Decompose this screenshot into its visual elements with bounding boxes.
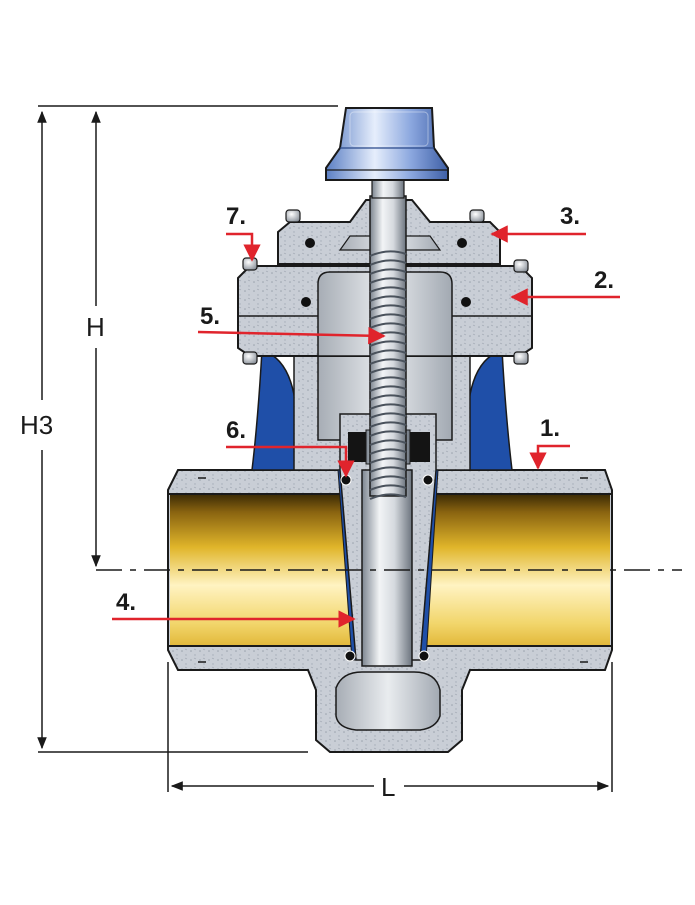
part-label-4: 4. — [116, 589, 136, 616]
thread-line — [369, 412, 407, 419]
thread-line — [369, 313, 407, 320]
part-label-5: 5. — [200, 303, 220, 330]
bolt — [513, 351, 529, 365]
thread-line — [369, 277, 407, 284]
part-label-3: 3. — [560, 203, 580, 230]
handwheel-cap — [325, 107, 449, 199]
thread-line — [369, 493, 407, 500]
thread-line — [369, 304, 407, 311]
part-label-6: 6. — [226, 417, 246, 444]
thread-line — [369, 484, 407, 491]
thread-line — [369, 322, 407, 329]
thread-line — [369, 421, 407, 428]
thread-line — [369, 385, 407, 392]
part-label-1: 1. — [540, 415, 560, 442]
dimension-h3-label: H3 — [20, 410, 53, 440]
bolt — [513, 259, 529, 273]
bottom-cavity — [335, 671, 441, 731]
thread-line — [369, 268, 407, 275]
thread-line — [369, 457, 407, 464]
bolt — [469, 209, 485, 223]
part-label-7: 7. — [226, 203, 246, 230]
thread-line — [369, 259, 407, 266]
stem-threads — [369, 250, 407, 500]
dimension-h-label: H — [86, 312, 105, 342]
part-label-2: 2. — [594, 267, 614, 294]
thread-line — [369, 448, 407, 455]
thread-line — [369, 349, 407, 356]
bolt — [285, 209, 301, 223]
thread-line — [369, 358, 407, 365]
thread-line — [369, 439, 407, 446]
thread-line — [369, 430, 407, 437]
thread-line — [369, 286, 407, 293]
bolt — [242, 257, 258, 271]
thread-line — [369, 475, 407, 482]
thread-line — [369, 394, 407, 401]
part-leaders — [112, 225, 620, 628]
thread-line — [369, 466, 407, 473]
thread-line — [369, 295, 407, 302]
thread-line — [369, 340, 407, 347]
bolt — [242, 351, 258, 365]
thread-line — [369, 376, 407, 383]
blue-liner — [251, 348, 513, 471]
dimension-l-label: L — [381, 772, 395, 802]
stem-assembly — [337, 195, 439, 667]
thread-line — [369, 367, 407, 374]
thread-line — [369, 403, 407, 410]
dimension-lines — [37, 105, 613, 792]
thread-line — [369, 250, 407, 257]
